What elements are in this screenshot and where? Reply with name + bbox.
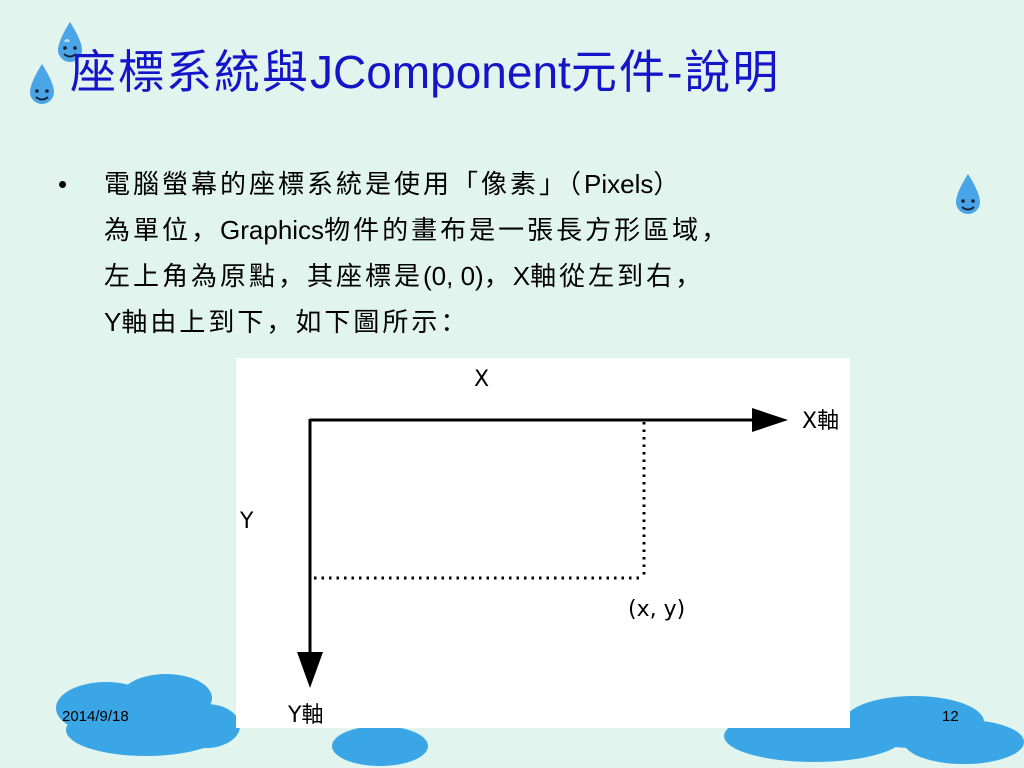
title-zh-prefix: 座標系統與 (70, 45, 310, 99)
y-label: Y (239, 509, 254, 534)
bullet-line-4: Y軸由上到下，如下圖所示： (104, 300, 958, 346)
text-segment: 為單位， (104, 216, 221, 246)
cloud-icon (332, 726, 428, 766)
cloud-icon (56, 674, 240, 756)
text-segment: ， (483, 262, 513, 292)
y-axis-arrowhead (297, 652, 323, 688)
water-drop-icon (956, 174, 980, 214)
text-segment: Graphics (220, 215, 325, 245)
title-latin: JComponent (310, 46, 571, 98)
point-label: (x, y) (628, 597, 685, 622)
text-segment: Pixels (584, 169, 654, 199)
text-segment: ） (653, 170, 683, 200)
text-segment: Y (104, 307, 122, 337)
text-segment: 左上角為原點，其座標是 (104, 262, 424, 292)
page-title: 座標系統與JComponent元件-說明 (70, 36, 780, 102)
water-drop-icon (58, 22, 82, 62)
x-label: X (474, 367, 489, 392)
water-drop-icon (30, 64, 54, 104)
text-segment: 軸從左到右， (530, 262, 705, 292)
page-number: 12 (942, 708, 959, 725)
text-segment: 物件的畫布是一張長方形區域， (324, 216, 731, 246)
bullet-line-1: 電腦螢幕的座標系統是使用「像素」（Pixels） (104, 162, 958, 208)
bullet-line-2: 為單位，Graphics物件的畫布是一張長方形區域， (104, 208, 958, 254)
bullet-paragraph: • 電腦螢幕的座標系統是使用「像素」（Pixels） 為單位，Graphics物… (58, 162, 958, 346)
coordinate-diagram: X Y X軸 Y軸 (x, y) (236, 358, 850, 728)
bullet-line-3: 左上角為原點，其座標是(0, 0)，X軸從左到右， (104, 254, 958, 300)
footer-date: 2014/9/18 (62, 708, 129, 725)
x-axis-label: X軸 (802, 409, 839, 434)
text-segment: 軸由上到下，如下圖所示： (121, 308, 470, 338)
text-segment: X (512, 261, 531, 291)
text-segment: (0, 0) (423, 261, 484, 291)
y-axis-label: Y軸 (287, 703, 323, 728)
text-segment: 電腦螢幕的座標系統是使用「像素」（ (104, 170, 585, 200)
title-zh-suffix: 元件-說明 (570, 45, 781, 99)
bullet-marker: • (58, 169, 68, 199)
x-axis-arrowhead (752, 408, 788, 432)
